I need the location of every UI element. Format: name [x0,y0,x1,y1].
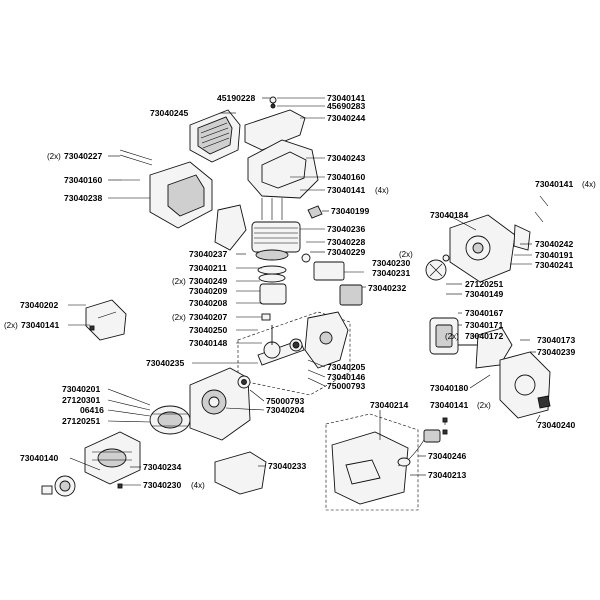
label-73040228: 73040228 [327,237,365,247]
clutch-assembly [429,317,551,419]
leader-lines [68,97,541,486]
label-73040231: 73040231 [372,268,410,278]
fuel-tank [325,413,419,511]
qty-73040249: (2x) [172,277,186,286]
qty-73040207: (2x) [172,313,186,322]
carburetor [301,253,363,306]
starter-pulley [41,475,76,497]
label-73040237: 73040237 [189,249,227,259]
label-73040213: 73040213 [428,470,466,480]
flywheel [149,405,191,435]
label-73040201: 73040201 [62,384,100,394]
label-73040232: 73040232 [368,283,406,293]
label-73040235: 73040235 [146,358,184,368]
recoil-housing [84,431,141,485]
screws [89,195,549,489]
label-73040245: 73040245 [150,108,188,118]
label-73040202: 73040202 [20,300,58,310]
qty-73040172: (2x) [445,332,459,341]
label-75000793-b: 75000793 [266,396,304,406]
cylinder [251,198,301,261]
label-73040244: 73040244 [327,113,365,123]
qty-73040230-a: (2x) [399,250,413,259]
air-filter-box [119,149,213,229]
label-73040238: 73040238 [64,193,102,203]
crankshaft [257,325,305,366]
qty-73040230-b: (4x) [191,481,205,490]
top-shroud [244,96,306,151]
label-73040214: 73040214 [370,400,408,410]
label-73040207: 73040207 [189,312,227,322]
label-73040199: 73040199 [331,206,369,216]
label-73040243: 73040243 [327,153,365,163]
label-73040246: 73040246 [428,451,466,461]
label-73040205: 73040205 [327,362,365,372]
label-73040167: 73040167 [465,308,503,318]
label-73040180: 73040180 [430,383,468,393]
label-73040184: 73040184 [430,210,468,220]
label-73040160-a: 73040160 [64,175,102,185]
label-73040236: 73040236 [327,224,365,234]
mount-bracket [214,451,267,495]
label-27120251-b: 27120251 [62,416,100,426]
qty-73040141-b: (4x) [375,186,389,195]
air-filter-cover [189,109,241,163]
qty-73040227: (2x) [47,152,61,161]
engine-cover [247,139,319,199]
label-73040141-e: 73040141 [430,400,468,410]
label-73040233: 73040233 [268,461,306,471]
intake-plate [214,204,247,251]
label-27120301: 27120301 [62,395,100,405]
label-73040249: 73040249 [189,276,227,286]
label-73040209: 73040209 [189,286,227,296]
label-73040250: 73040250 [189,325,227,335]
label-73040141-b: 73040141 [327,185,365,195]
label-06416: 06416 [80,405,104,415]
label-73040148: 73040148 [189,338,227,348]
label-73040204: 73040204 [266,405,304,415]
crankcase-half [189,367,251,441]
label-73040141-c: 73040141 [535,179,573,189]
label-73040230-a: 73040230 [372,258,410,268]
label-73040227: 73040227 [64,151,102,161]
label-73040241: 73040241 [535,260,573,270]
side-switch [85,299,127,341]
label-73040191: 73040191 [535,250,573,260]
label-73040149: 73040149 [465,289,503,299]
piston-assembly [257,265,287,321]
qty-73040141-d: (2x) [4,321,18,330]
label-73040242: 73040242 [535,239,573,249]
label-73040230-b: 73040230 [143,480,181,490]
label-73040208: 73040208 [189,298,227,308]
label-73040146: 73040146 [327,372,365,382]
part-drawings [41,96,551,511]
label-73040140: 73040140 [20,453,58,463]
label-73040239: 73040239 [537,347,575,357]
label-75000793-a: 75000793 [327,381,365,391]
label-73040240: 73040240 [537,420,575,430]
label-45690283: 45690283 [327,101,365,111]
fuel-cap [397,429,441,467]
qty-73040141-c: (4x) [582,180,596,189]
label-27120251-a: 27120251 [465,279,503,289]
spark-plug [307,205,323,219]
label-45190228: 45190228 [217,93,255,103]
qty-73040141-e: (2x) [477,401,491,410]
label-73040141-a: 73040141 [327,93,365,103]
label-73040171: 73040171 [465,320,503,330]
label-73040172: 73040172 [465,331,503,341]
label-73040229: 73040229 [327,247,365,257]
label-73040141-d: 73040141 [21,320,59,330]
label-73040211: 73040211 [189,263,227,273]
label-73040160-b: 73040160 [327,172,365,182]
part-labels: 45190228 73040141 45690283 73040245 7304… [4,93,596,490]
label-73040173: 73040173 [537,335,575,345]
clutch-housing [425,214,531,283]
label-73040234: 73040234 [143,462,181,472]
